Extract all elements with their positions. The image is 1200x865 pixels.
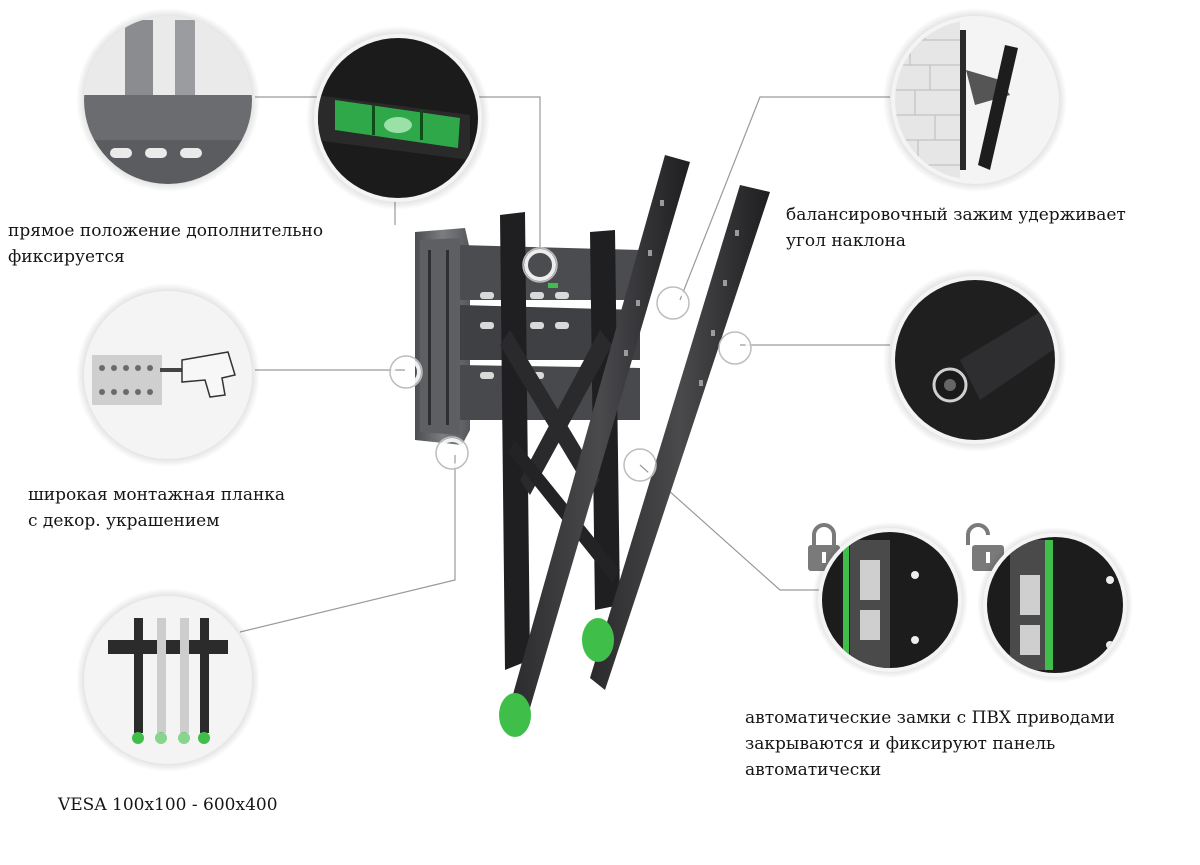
label-wall-plate: широкая монтажная планка с декор. украше… bbox=[28, 482, 285, 534]
auto-lock-closed-circle bbox=[812, 522, 968, 678]
auto-lock-open-circle bbox=[977, 527, 1133, 683]
vesa-diagram bbox=[76, 588, 260, 772]
callout-line-wall-view bbox=[679, 96, 890, 301]
label-level-line1: прямое положение дополнительно bbox=[8, 221, 324, 241]
wall-side-view bbox=[883, 8, 1067, 192]
green-release-tab-left bbox=[499, 693, 531, 737]
callout-line-locks bbox=[639, 464, 825, 591]
bubble-level-icon bbox=[306, 26, 490, 210]
label-tilt-clamp-line2: угол наклона bbox=[786, 231, 906, 251]
label-auto-locks: автоматические замки с ПВХ приводами зак… bbox=[745, 705, 1115, 783]
label-auto-locks-line2: закрываются и фиксируют панель bbox=[745, 734, 1056, 754]
callout-line-vesa bbox=[239, 455, 456, 633]
tv-mount-bracket bbox=[389, 155, 770, 737]
green-release-tab-right bbox=[582, 618, 614, 662]
label-tilt-clamp: балансировочный зажим удерживает угол на… bbox=[786, 202, 1126, 254]
tv-arm-right bbox=[590, 185, 770, 690]
label-auto-locks-line3: автоматически bbox=[745, 760, 882, 780]
label-level: прямое положение дополнительно фиксирует… bbox=[8, 218, 323, 270]
screw-icon bbox=[883, 268, 1067, 452]
label-auto-locks-line1: автоматические замки с ПВХ приводами bbox=[745, 708, 1115, 728]
callout-lines bbox=[239, 96, 890, 633]
label-wall-plate-line1: широкая монтажная планка bbox=[28, 485, 286, 505]
callout-line-level bbox=[475, 96, 541, 255]
drill-icon bbox=[76, 283, 260, 467]
label-level-line2: фиксируется bbox=[8, 247, 125, 267]
label-vesa: VESA 100x100 - 600x400 bbox=[58, 792, 278, 818]
label-vesa-text: VESA 100x100 - 600x400 bbox=[58, 795, 278, 815]
callout-circle-bracket-corner bbox=[76, 8, 260, 192]
tv-arm-left bbox=[508, 155, 690, 725]
label-wall-plate-line2: с декор. украшением bbox=[28, 511, 220, 531]
label-tilt-clamp-line1: балансировочный зажим удерживает bbox=[786, 205, 1126, 225]
